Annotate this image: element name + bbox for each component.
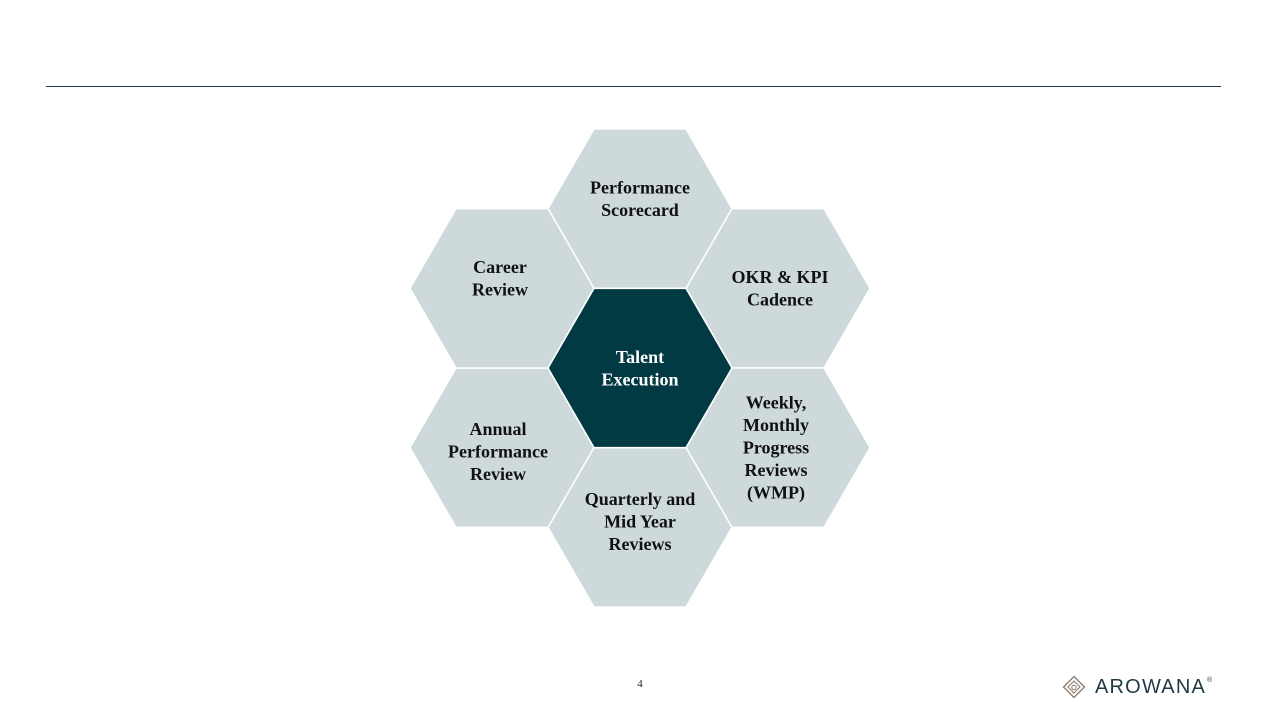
hex-talent-execution-label-line: Execution: [601, 369, 678, 389]
hex-quarterly-mid-year-reviews-label-line: Reviews: [609, 534, 672, 554]
hex-weekly-monthly-progress-reviews-label-line: Weekly,: [746, 393, 807, 413]
hex-quarterly-mid-year-reviews-label-line: Mid Year: [604, 511, 676, 531]
hex-performance-scorecard-label-line: Scorecard: [601, 200, 679, 220]
brand-name: AROWANA: [1095, 675, 1206, 698]
hex-performance-scorecard-label-line: Performance: [590, 177, 690, 197]
hex-weekly-monthly-progress-reviews-label-line: Reviews: [745, 460, 808, 480]
page-number: 4: [637, 678, 643, 690]
registered-mark: ®: [1207, 677, 1213, 684]
hex-quarterly-mid-year-reviews-label-line: Quarterly and: [585, 489, 696, 509]
hex-annual-performance-review-label-line: Performance: [448, 442, 548, 462]
hex-weekly-monthly-progress-reviews-label-line: Monthly: [743, 415, 809, 435]
hex-annual-performance-review-label-line: Annual: [469, 419, 526, 439]
header-divider: [46, 86, 1221, 87]
arowana-diamond-logo-icon: [1062, 675, 1086, 699]
hex-talent-execution-label-line: Talent: [616, 347, 664, 367]
brand-logo: AROWANA ®: [1062, 673, 1212, 701]
hex-okr-kpi-cadence-label-line: Cadence: [747, 290, 813, 310]
hex-annual-performance-review-label-line: Review: [470, 464, 526, 484]
hex-career-review-label-line: Review: [472, 280, 528, 300]
hex-okr-kpi-cadence-label-line: OKR & KPI: [732, 267, 829, 287]
hex-weekly-monthly-progress-reviews-label-line: Progress: [743, 438, 809, 458]
hex-career-review-label-line: Career: [473, 257, 527, 277]
hex-talent-execution-shape: [547, 287, 733, 449]
hex-weekly-monthly-progress-reviews-label-line: (WMP): [747, 483, 805, 504]
